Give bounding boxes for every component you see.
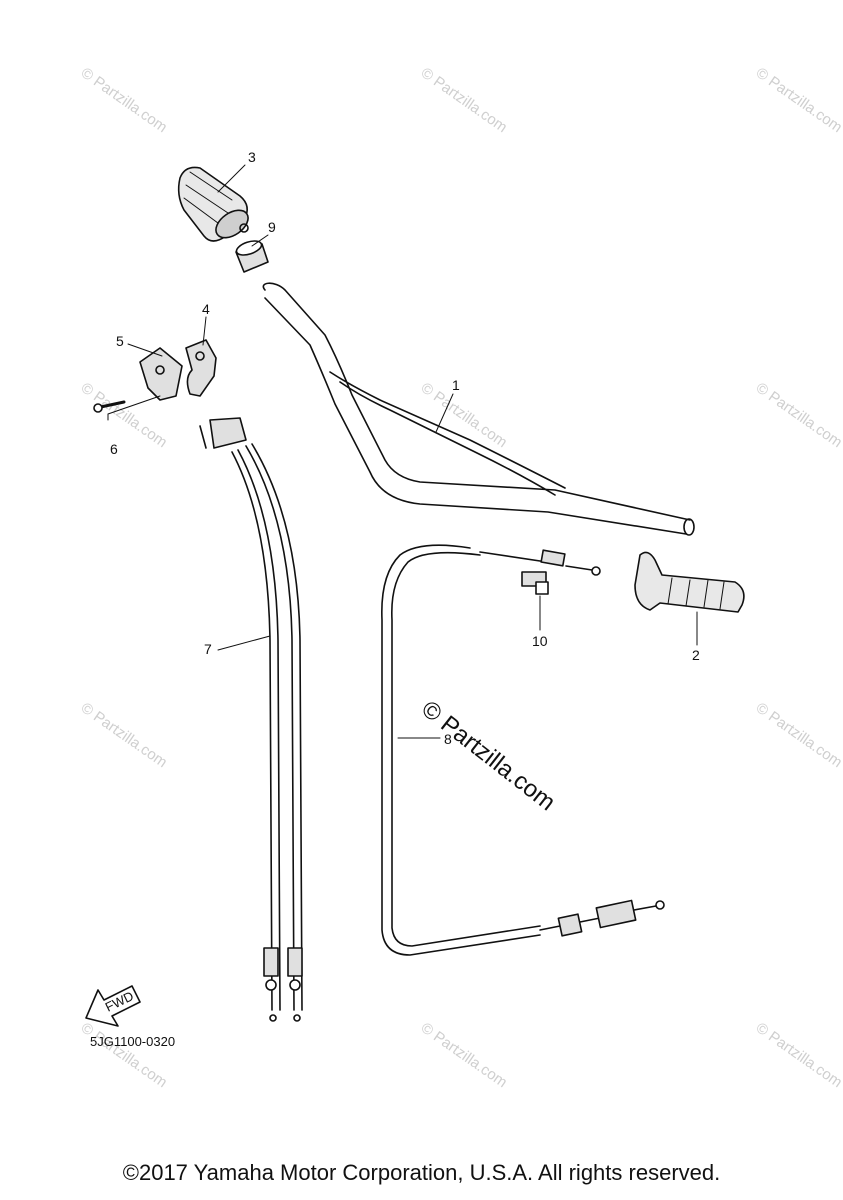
watermark: © Partzilla.com bbox=[753, 379, 843, 451]
watermark: © Partzilla.com bbox=[78, 64, 171, 136]
diagram-code: 5JG1100-0320 bbox=[90, 1034, 175, 1049]
watermark: © Partzilla.com bbox=[78, 1019, 171, 1091]
handlebar bbox=[262, 282, 695, 536]
watermark: © Partzilla.com bbox=[418, 1019, 511, 1091]
holder-bolt bbox=[93, 400, 126, 413]
throttle-grip bbox=[177, 166, 249, 242]
lower-handlebar-holder bbox=[139, 347, 183, 401]
callout-7: 7 bbox=[204, 641, 212, 657]
callout-4: 4 bbox=[202, 301, 210, 317]
watermark: © Partzilla.com bbox=[753, 64, 843, 136]
copyright-notice: ©2017 Yamaha Motor Corporation, U.S.A. A… bbox=[122, 1160, 721, 1185]
watermark: © Partzilla.com bbox=[418, 64, 511, 136]
upper-handlebar-holder bbox=[185, 339, 217, 397]
callout-5: 5 bbox=[116, 333, 124, 349]
callout-6: 6 bbox=[110, 441, 118, 457]
fwd-arrow-icon bbox=[85, 985, 141, 1027]
cable-adjuster bbox=[521, 571, 549, 595]
clutch-cable bbox=[381, 544, 665, 956]
callout-3: 3 bbox=[248, 149, 256, 165]
callout-2: 2 bbox=[692, 647, 700, 663]
callout-1: 1 bbox=[452, 377, 460, 393]
watermark-center: © Partzilla.com bbox=[416, 695, 560, 816]
watermark: © Partzilla.com bbox=[418, 379, 511, 451]
callout-9: 9 bbox=[268, 219, 276, 235]
throttle-collar bbox=[235, 240, 269, 273]
watermark: © Partzilla.com bbox=[78, 699, 171, 771]
callout-10: 10 bbox=[532, 633, 548, 649]
throttle-cables bbox=[199, 417, 303, 1022]
watermark: © Partzilla.com bbox=[753, 699, 843, 771]
left-grip bbox=[634, 551, 745, 613]
watermark: © Partzilla.com bbox=[753, 1019, 843, 1091]
callout-8: 8 bbox=[444, 731, 452, 747]
leader-lines bbox=[107, 164, 698, 739]
